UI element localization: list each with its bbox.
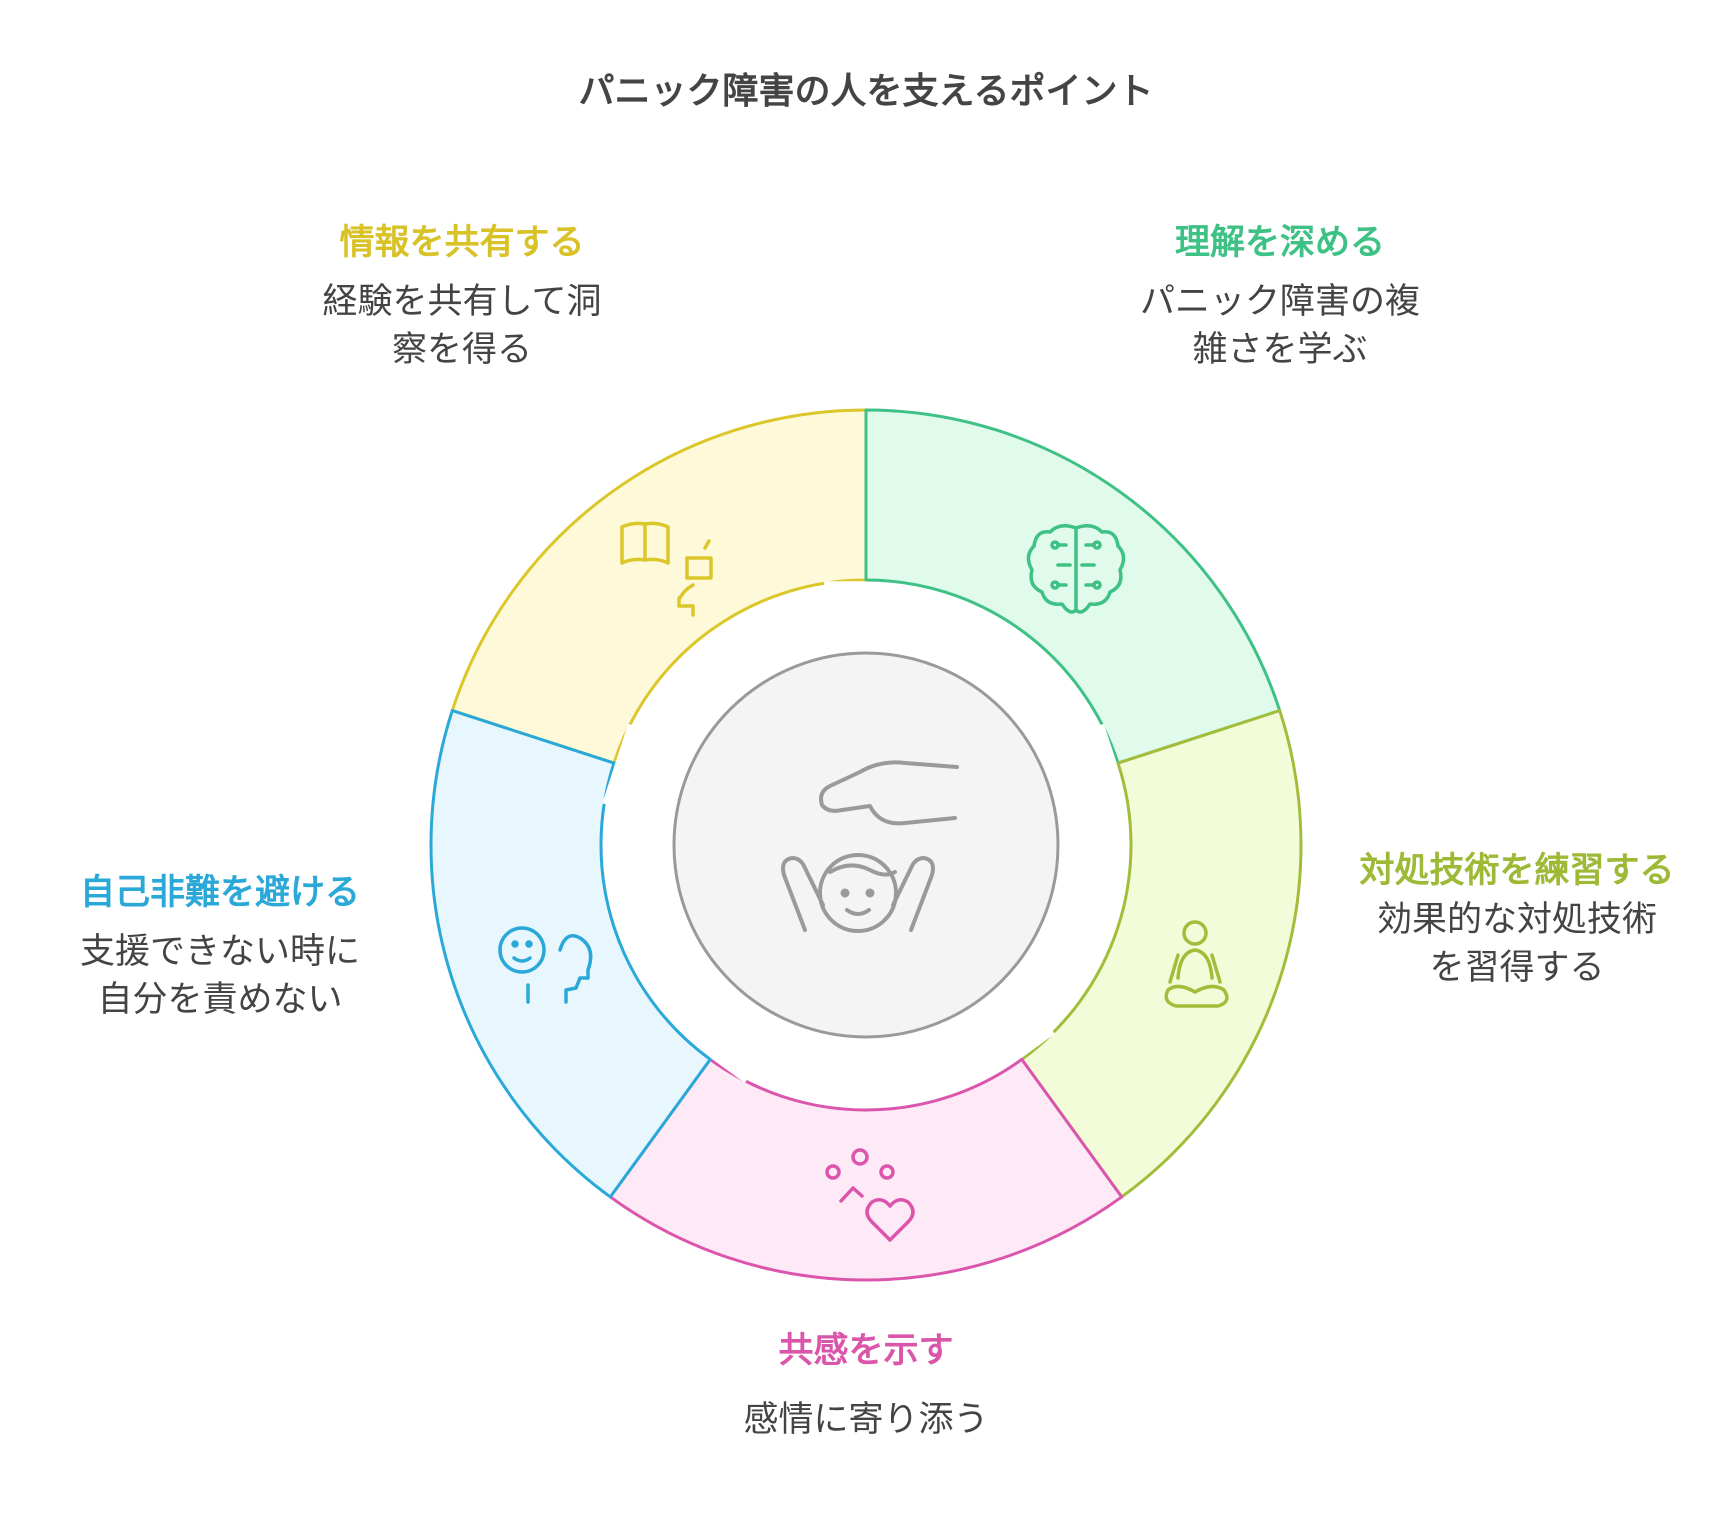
center-hub [672, 651, 1060, 1039]
no-blame-description: 支援できない時に 自分を責めない [20, 928, 420, 1024]
understand-description: パニック障害の複 雑さを学ぶ [1070, 278, 1490, 374]
meditation-person-icon [1164, 920, 1229, 1008]
connector-gap [602, 723, 693, 825]
label-understand: 理解を深める パニック障害の複 雑さを学ぶ [1070, 220, 1490, 374]
share-title: 情報を共有する [339, 223, 585, 263]
empathy-description-line-1: 感情に寄り添う [743, 1400, 989, 1440]
cope-description-line-2: を習得する [1429, 948, 1605, 988]
cope-title: 対処技術を練習する [1359, 851, 1675, 891]
label-share: 情報を共有する 経験を共有して洞 察を得る [252, 220, 672, 374]
page-title: パニック障害の人を支えるポイント [578, 71, 1154, 112]
label-empathy: 共感を示す 感情に寄り添う [656, 1328, 1076, 1444]
label-no-blame: 自己非難を避ける 支援できない時に 自分を責めない [20, 870, 420, 1024]
book-and-speaking-head-icon [620, 521, 713, 617]
smiling-face-head-icon [498, 926, 593, 1004]
segment-share [450, 408, 868, 765]
heart-with-sparkles-icon [825, 1148, 915, 1242]
connector-gap [824, 581, 908, 650]
label-cope: 対処技術を練習する 効果的な対処技術 を習得する [1352, 848, 1682, 992]
empathy-title: 共感を示す [778, 1331, 954, 1371]
understand-description-line-1: パニック障害の複 [1139, 282, 1420, 322]
segment-cope [1020, 709, 1303, 1199]
share-description-line-1: 経験を共有して洞 [322, 282, 602, 322]
connector-gap [677, 978, 785, 1083]
share-description-line-2: 察を得る [391, 330, 532, 370]
cope-description-line-1: 効果的な対処技術 [1376, 900, 1657, 940]
connector-gap [947, 978, 1055, 1083]
segment-no-blame [429, 709, 712, 1199]
share-description: 経験を共有して洞 察を得る [252, 278, 672, 374]
connector-gap [1039, 723, 1130, 825]
segment-empathy [608, 1057, 1124, 1282]
no-blame-description-line-2: 自分を責めない [97, 980, 343, 1020]
empathy-description: 感情に寄り添う [656, 1396, 1076, 1444]
hand-over-child-icon [781, 760, 959, 933]
no-blame-description-line-1: 支援できない時に [79, 932, 360, 972]
brain-circuit-icon [1026, 524, 1126, 614]
cope-description: 効果的な対処技術 を習得する [1352, 896, 1682, 992]
no-blame-title: 自己非難を避ける [79, 873, 360, 913]
segment-understand [864, 408, 1282, 765]
understand-description-line-2: 雑さを学ぶ [1192, 330, 1368, 370]
understand-title: 理解を深める [1174, 223, 1385, 263]
